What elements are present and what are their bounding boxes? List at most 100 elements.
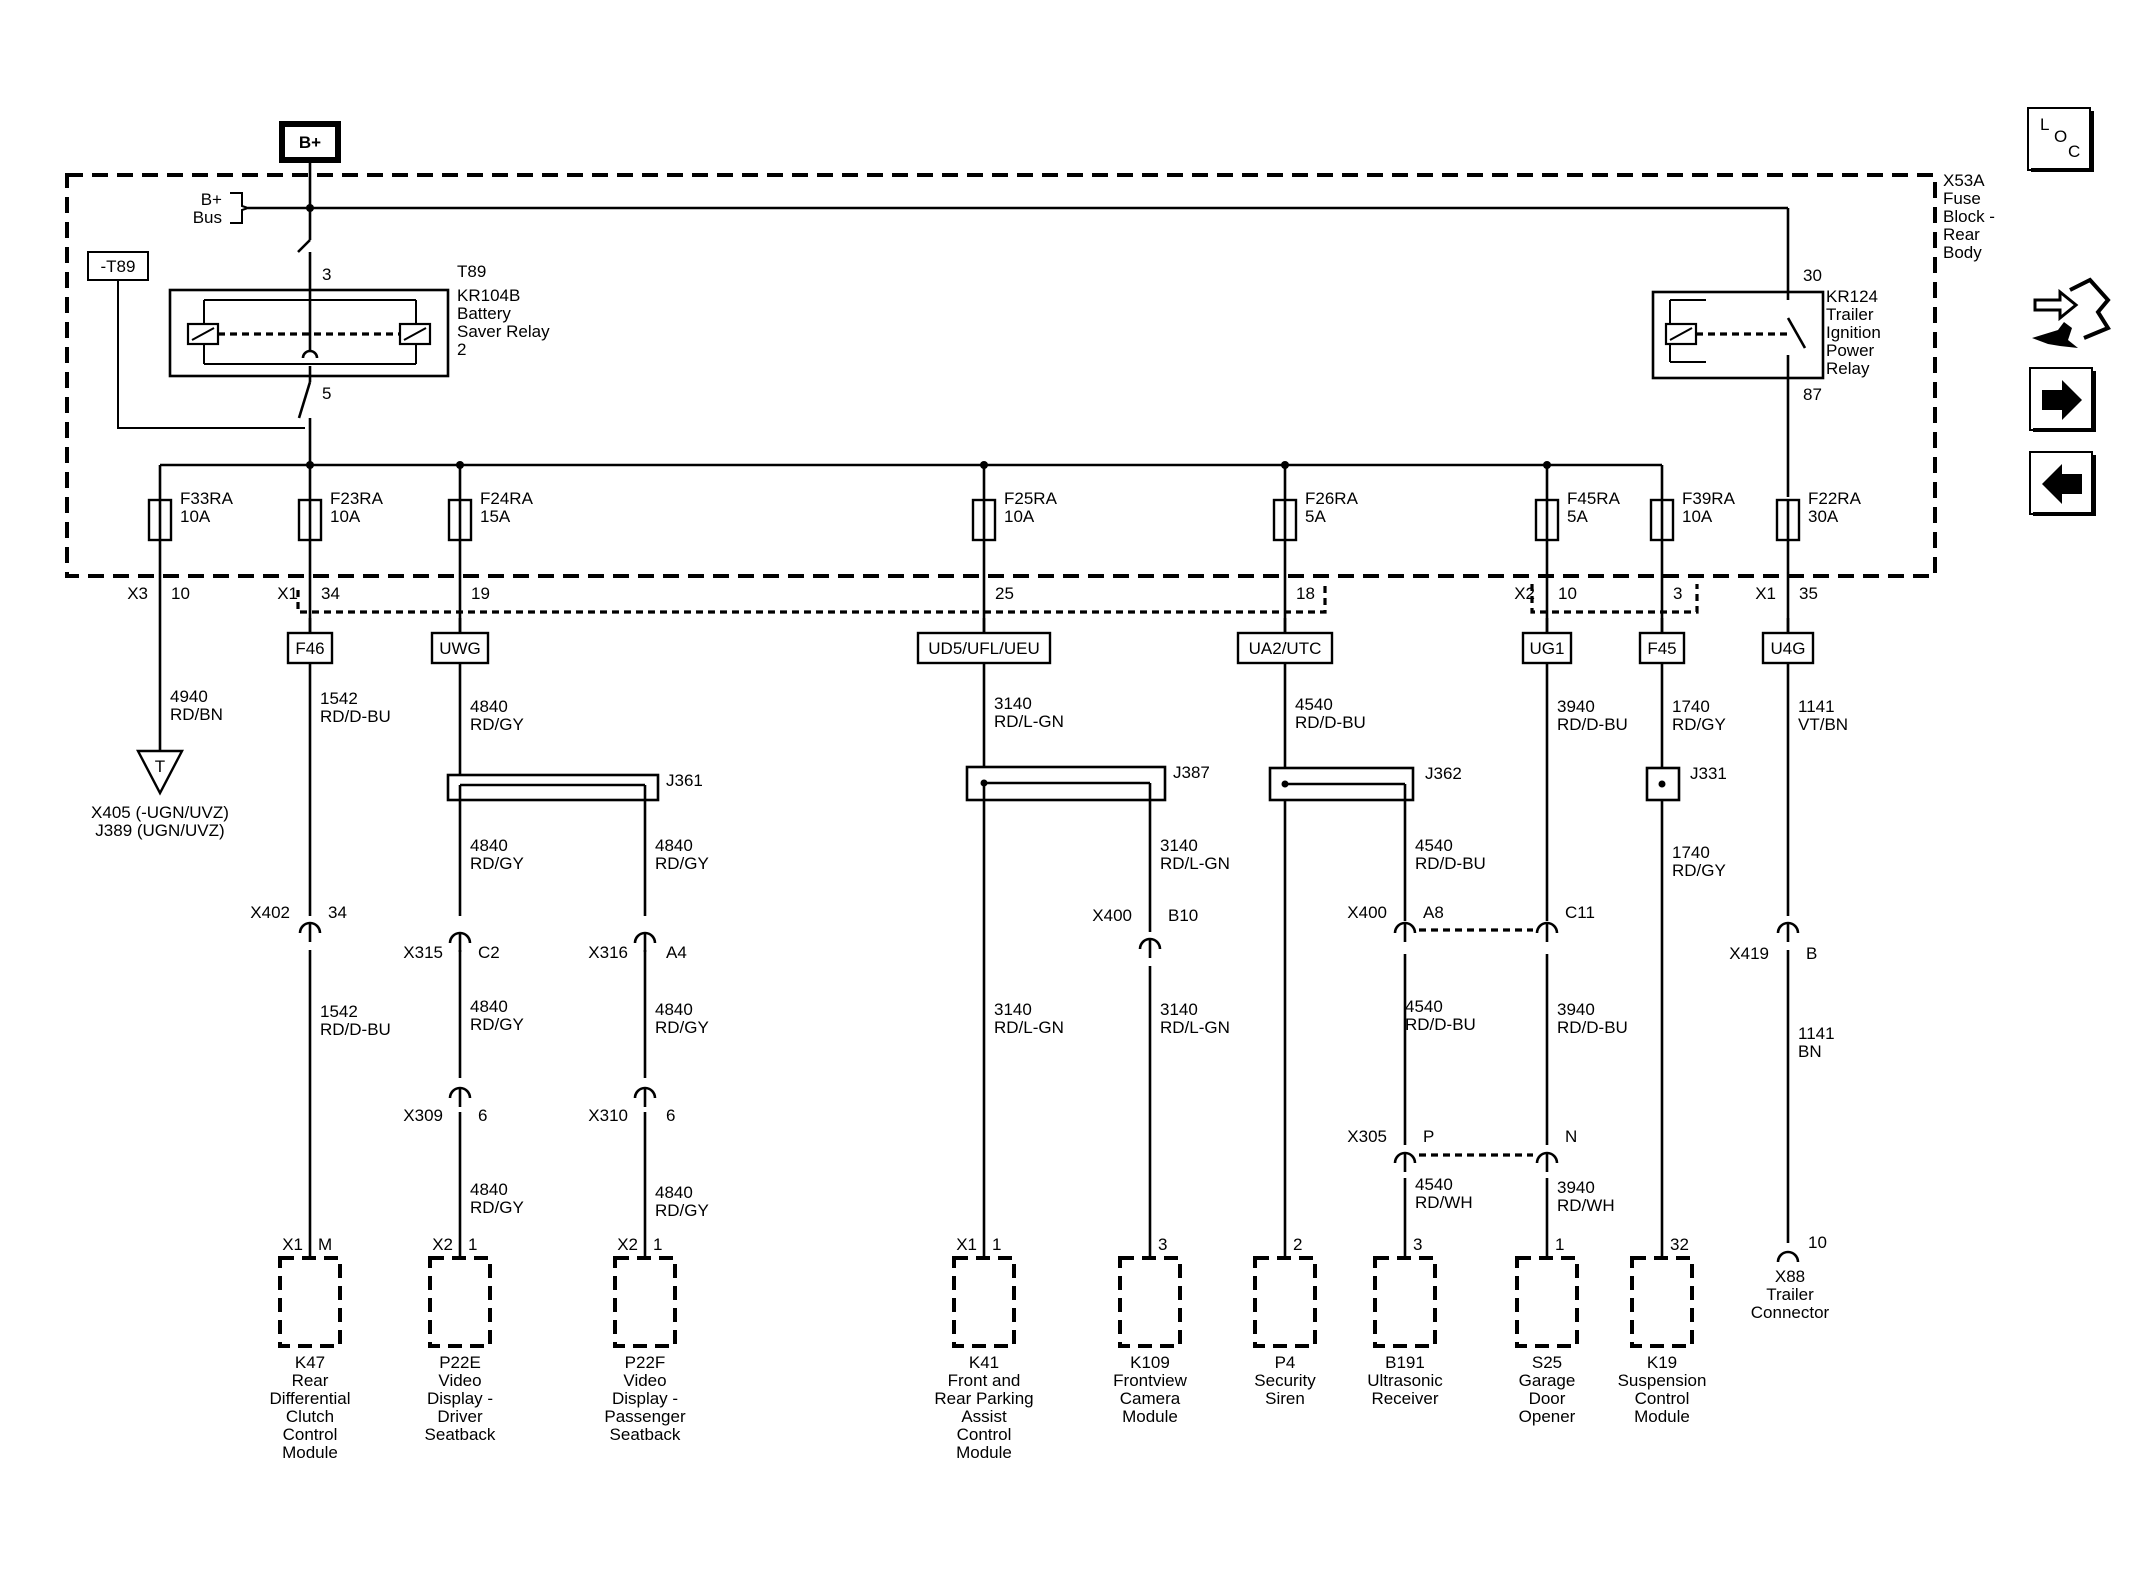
svg-text:1: 1 <box>992 1235 1001 1254</box>
svg-text:X3: X3 <box>127 584 148 603</box>
svg-text:1740: 1740 <box>1672 697 1710 716</box>
svg-text:1141: 1141 <box>1798 697 1835 716</box>
svg-text:3940: 3940 <box>1557 1178 1595 1197</box>
loc-icon[interactable]: L O C <box>2027 107 2094 172</box>
svg-text:4840: 4840 <box>655 1183 693 1202</box>
svg-text:Seatback: Seatback <box>425 1425 496 1444</box>
svg-text:Ultrasonic: Ultrasonic <box>1367 1371 1443 1390</box>
svg-text:T89: T89 <box>457 262 486 281</box>
svg-text:RD/GY: RD/GY <box>1672 861 1726 880</box>
svg-text:C11: C11 <box>1565 903 1595 922</box>
svg-text:Bus: Bus <box>193 208 222 227</box>
svg-text:Door: Door <box>1529 1389 1566 1408</box>
svg-text:B10: B10 <box>1168 906 1198 925</box>
fuse-tag: F46 <box>286 618 334 665</box>
svg-text:Trailer: Trailer <box>1766 1285 1814 1304</box>
svg-text:RD/L-GN: RD/L-GN <box>994 1018 1064 1037</box>
svg-text:1542: 1542 <box>320 689 358 708</box>
inline-connector: N <box>1535 1127 1577 1172</box>
svg-text:4840: 4840 <box>655 836 693 855</box>
svg-text:S25: S25 <box>1532 1353 1562 1372</box>
svg-text:4840: 4840 <box>470 1180 508 1199</box>
svg-text:Seatback: Seatback <box>610 1425 681 1444</box>
svg-text:Module: Module <box>1634 1407 1690 1426</box>
svg-text:4540: 4540 <box>1415 836 1453 855</box>
svg-text:Control: Control <box>283 1425 338 1444</box>
svg-text:P4: P4 <box>1275 1353 1296 1372</box>
svg-text:4940: 4940 <box>170 687 208 706</box>
trailer-connector-x88: 10 X88 Trailer Connector <box>1751 1233 1830 1322</box>
svg-text:F39RA: F39RA <box>1682 489 1736 508</box>
svg-text:-T89: -T89 <box>101 257 136 276</box>
splice-j361: J361 <box>446 771 703 802</box>
svg-text:B+: B+ <box>201 190 222 209</box>
svg-text:Receiver: Receiver <box>1371 1389 1438 1408</box>
svg-text:1740: 1740 <box>1672 843 1710 862</box>
svg-text:KR124: KR124 <box>1826 287 1878 306</box>
fuse-tag: UWG <box>430 618 490 665</box>
svg-text:Module: Module <box>282 1443 338 1462</box>
svg-text:10: 10 <box>1808 1233 1827 1252</box>
relay-tag-t89 <box>87 251 149 281</box>
fuse-tag: UA2/UTC <box>1236 618 1334 665</box>
svg-text:3: 3 <box>322 265 331 284</box>
svg-text:F26RA: F26RA <box>1305 489 1359 508</box>
svg-text:10A: 10A <box>330 507 361 526</box>
svg-text:Differential: Differential <box>270 1389 351 1408</box>
svg-text:RD/D-BU: RD/D-BU <box>1557 715 1628 734</box>
component-locator-icon[interactable] <box>2032 277 2111 348</box>
svg-text:X402: X402 <box>250 903 290 922</box>
svg-text:10: 10 <box>171 584 190 603</box>
svg-text:5A: 5A <box>1305 507 1326 526</box>
svg-text:T: T <box>155 757 165 776</box>
svg-text:Power: Power <box>1826 341 1875 360</box>
svg-text:X1: X1 <box>1755 584 1776 603</box>
svg-text:2: 2 <box>457 340 466 359</box>
svg-text:X400: X400 <box>1092 906 1132 925</box>
svg-text:UD5/UFL/UEU: UD5/UFL/UEU <box>928 639 1039 658</box>
svg-text:UWG: UWG <box>439 639 481 658</box>
svg-text:RD/D-BU: RD/D-BU <box>1415 854 1486 873</box>
svg-text:K109: K109 <box>1130 1353 1170 1372</box>
svg-text:F23RA: F23RA <box>330 489 384 508</box>
svg-text:5A: 5A <box>1567 507 1588 526</box>
svg-text:X88: X88 <box>1775 1267 1805 1286</box>
connector-pin: 3 <box>1673 584 1682 603</box>
svg-text:X2: X2 <box>1514 584 1535 603</box>
svg-text:RD/GY: RD/GY <box>470 1015 524 1034</box>
svg-text:X1: X1 <box>956 1235 977 1254</box>
svg-text:Module: Module <box>956 1443 1012 1462</box>
svg-text:Battery: Battery <box>457 304 511 323</box>
svg-text:1: 1 <box>1555 1235 1564 1254</box>
splice-j331: J331 <box>1645 764 1727 802</box>
svg-text:J387: J387 <box>1173 763 1210 782</box>
previous-arrow-icon[interactable] <box>2029 451 2096 516</box>
next-arrow-icon[interactable] <box>2029 367 2096 432</box>
